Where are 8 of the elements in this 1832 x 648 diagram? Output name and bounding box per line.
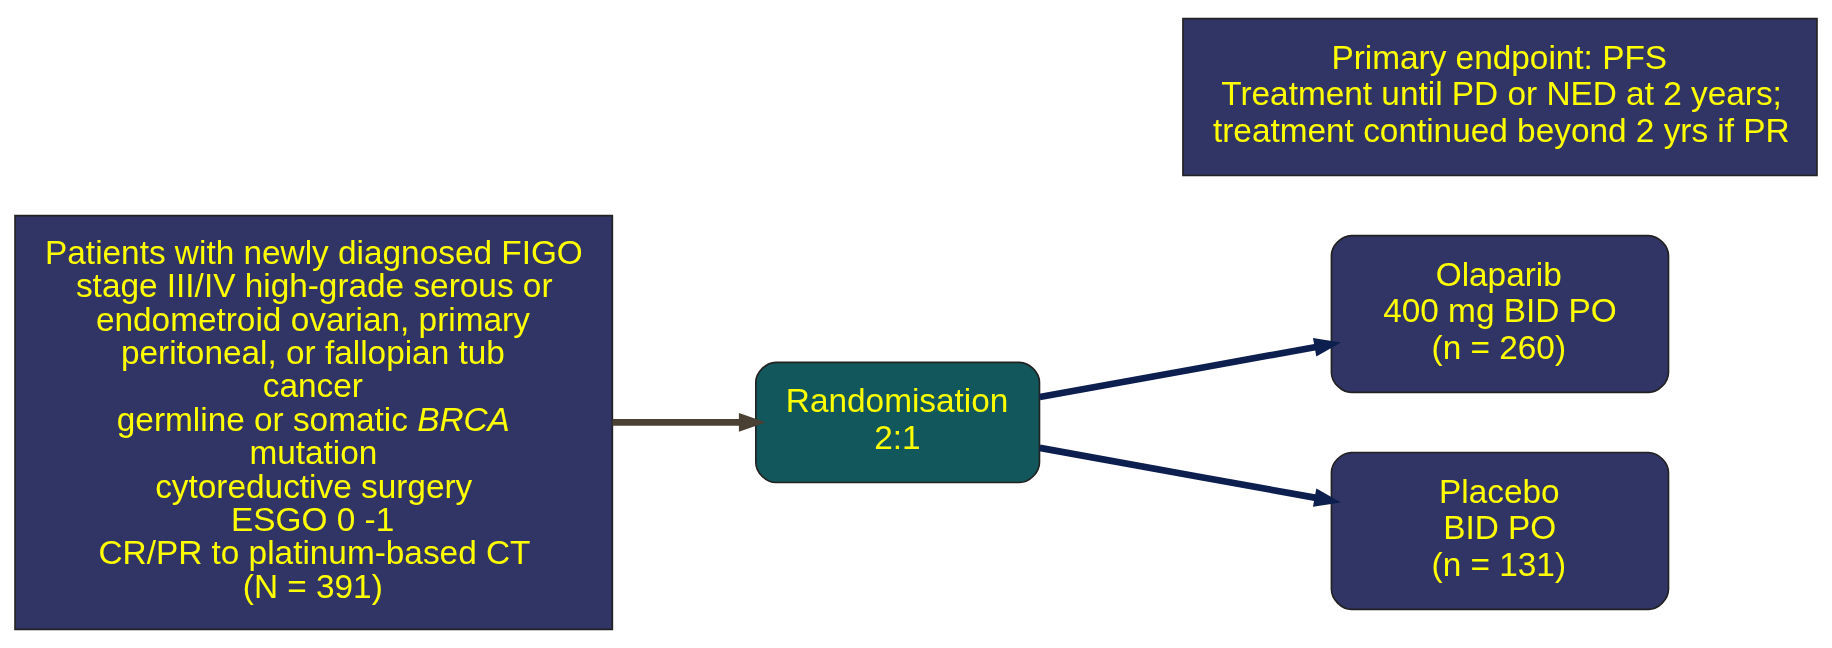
- node-box: Olaparib 400 mg BID PO (n = 260): [1330, 234, 1670, 394]
- arrow: [612, 413, 766, 432]
- node-box: Primary endpoint: PFS Treatment until PD or NED at 2 years; treatment continued beyond 2 yrs if PR: [1182, 17, 1818, 177]
- node-box: Placebo BID PO (n = 131): [1330, 451, 1670, 611]
- arrow: [1039, 338, 1341, 401]
- arrow: [1039, 444, 1341, 507]
- node-box: Randomisation 2:1: [755, 361, 1041, 484]
- node-box: Patients with newly diagnosed FIGO stage III/IV high-grade serous or endometroid ovarian, primary peritoneal, or fallopian tub cancer germline or somatic BRCA mutation cytoreductive surgery ESGO 0 -1 CR/PR to platinum-based CT (N = 391): [14, 214, 614, 631]
